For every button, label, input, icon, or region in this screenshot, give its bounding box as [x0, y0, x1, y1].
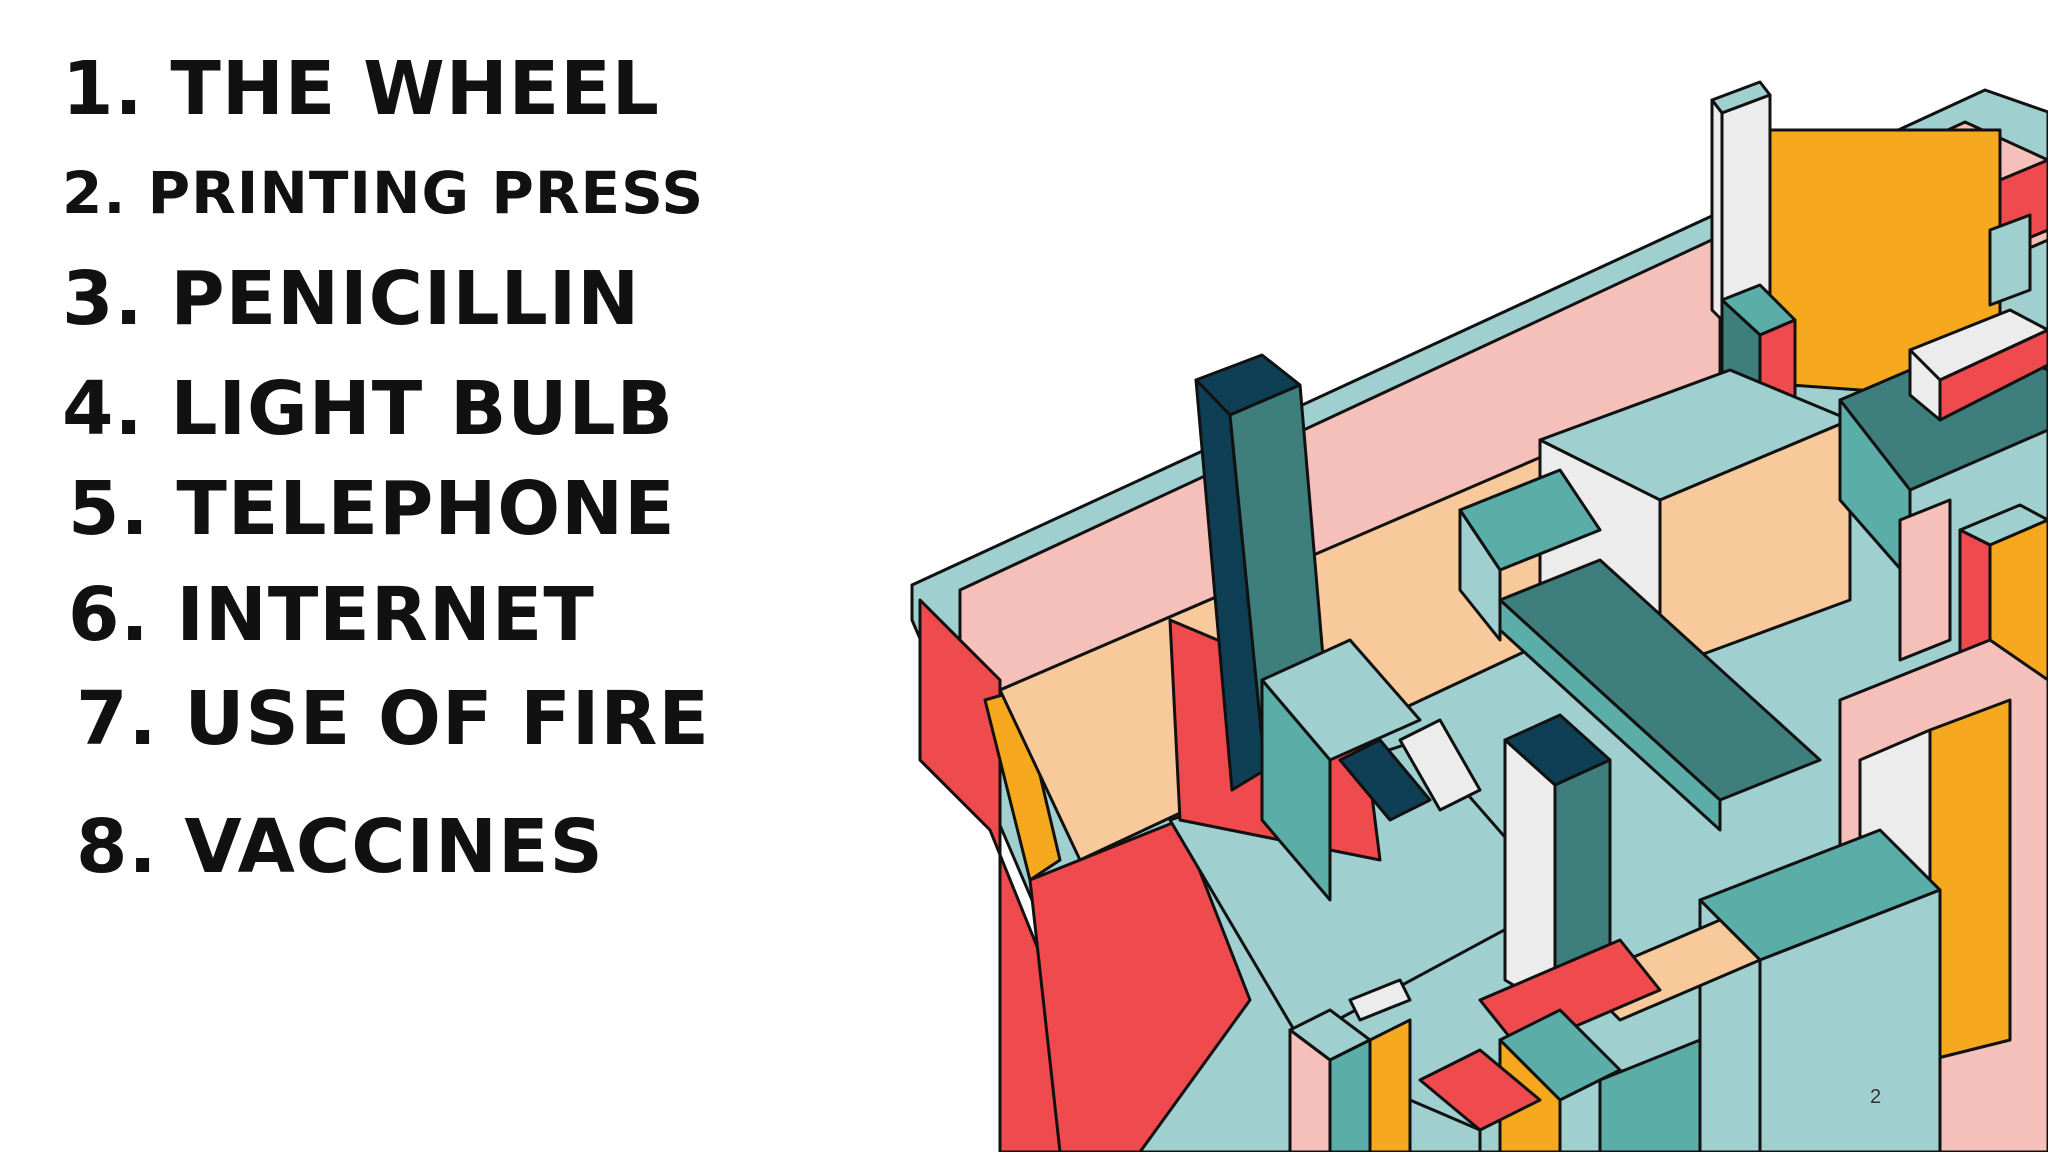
list-item-the-wheel: 1. THE WHEEL: [62, 46, 660, 132]
isometric-city-illustration: [910, 80, 2048, 1152]
list-item-telephone: 5. TELEPHONE: [68, 466, 676, 552]
list-item-use-of-fire: 7. USE OF FIRE: [76, 676, 710, 762]
list-item-vaccines: 8. VACCINES: [76, 804, 604, 890]
page-number: 2: [1870, 1086, 1882, 1108]
list-item-printing-press: 2. PRINTING PRESS: [62, 159, 705, 227]
list-item-light-bulb: 4. LIGHT BULB: [62, 366, 675, 452]
list-item-penicillin: 3. PENICILLIN: [62, 256, 641, 342]
list-item-internet: 6. INTERNET: [68, 572, 595, 658]
